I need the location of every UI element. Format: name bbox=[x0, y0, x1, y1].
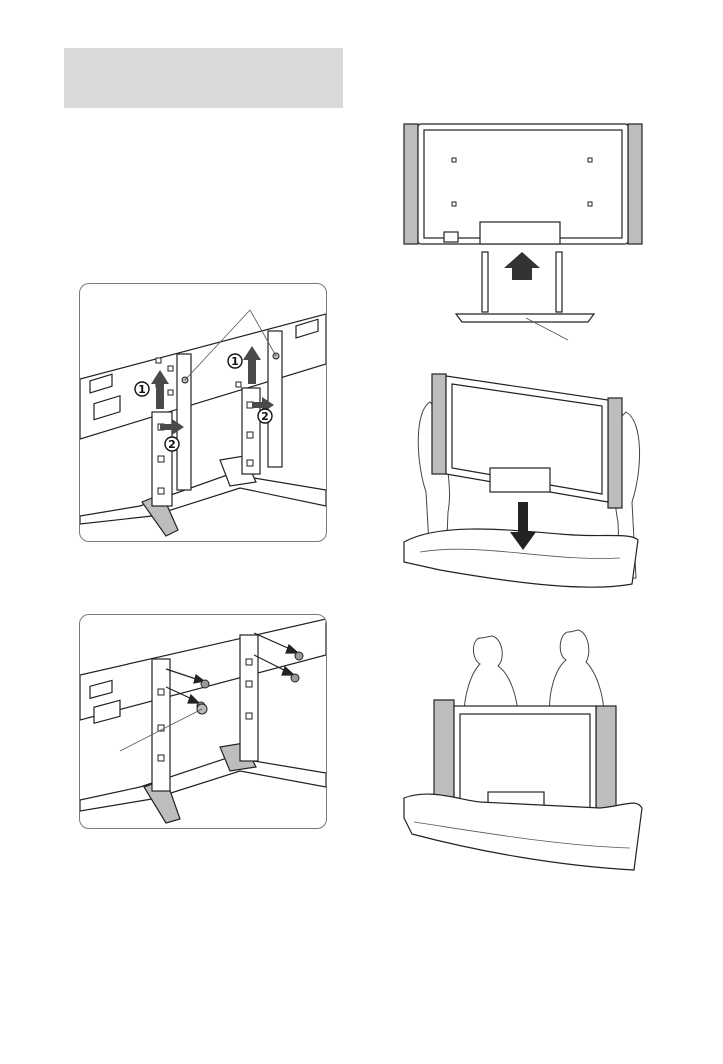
tv-rear bbox=[445, 375, 609, 503]
insert-screws-drawing bbox=[80, 618, 326, 824]
tv-back-panel bbox=[80, 313, 326, 440]
svg-text:2: 2 bbox=[261, 410, 269, 423]
upper-post-right bbox=[267, 330, 283, 468]
arrow-right-icon bbox=[252, 397, 274, 413]
upper-post-left bbox=[176, 353, 192, 491]
soft-cloth bbox=[403, 528, 639, 588]
post-right bbox=[239, 634, 259, 762]
illustration-lower-tv bbox=[400, 362, 660, 610]
arrow-up-icon bbox=[243, 346, 261, 384]
svg-text:1: 1 bbox=[231, 355, 239, 368]
illustration-panel-insert-screws bbox=[79, 614, 327, 829]
callout-line bbox=[119, 708, 203, 752]
attach-posts-drawing: 1 1 2 2 bbox=[80, 309, 326, 537]
illustration-tv-upright bbox=[400, 622, 646, 872]
lower-post-right bbox=[241, 387, 261, 475]
step-marker-2: 2 bbox=[257, 408, 273, 424]
arrow-up-icon bbox=[504, 252, 540, 280]
side-speaker-right bbox=[627, 123, 643, 245]
svg-text:1: 1 bbox=[138, 383, 146, 396]
side-speaker-left bbox=[403, 123, 419, 245]
section-header-bar bbox=[64, 48, 343, 108]
illustration-panel-attach-posts: 1 1 2 2 bbox=[79, 283, 327, 542]
arrow-right-icon bbox=[160, 419, 184, 435]
callout-line bbox=[525, 317, 569, 341]
stand-post bbox=[481, 251, 489, 313]
stand-base bbox=[454, 313, 596, 323]
person-right bbox=[549, 629, 605, 717]
stand-bracket bbox=[479, 221, 561, 245]
svg-text:2: 2 bbox=[168, 438, 176, 451]
step-marker-1: 1 bbox=[134, 381, 150, 397]
stand-base bbox=[80, 473, 326, 525]
stand-post bbox=[555, 251, 563, 313]
soft-cloth bbox=[403, 793, 643, 871]
arrow-up-icon bbox=[151, 370, 169, 409]
step-marker-2: 2 bbox=[164, 436, 180, 452]
arrow-down-icon bbox=[510, 502, 536, 550]
illustration-tv-onto-stand bbox=[400, 118, 650, 344]
stand-base bbox=[80, 756, 326, 812]
callout-line bbox=[184, 309, 277, 381]
stand-bracket bbox=[489, 467, 551, 493]
step-marker-1: 1 bbox=[227, 353, 243, 369]
